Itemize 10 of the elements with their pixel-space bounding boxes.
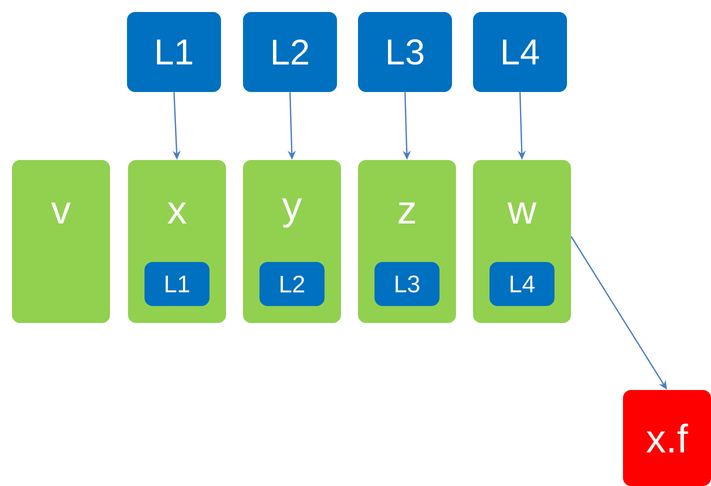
- result-box: x.f: [623, 390, 711, 486]
- variable-box: v: [12, 160, 110, 323]
- label-box: L3: [358, 12, 452, 92]
- label-box: L4: [490, 262, 554, 306]
- label-box: L1: [144, 262, 210, 306]
- label-box: L4: [473, 12, 567, 92]
- label-box: L1: [127, 12, 221, 92]
- label-box: L2: [260, 262, 324, 306]
- label-box: L2: [243, 12, 337, 92]
- label-box: L3: [374, 262, 440, 306]
